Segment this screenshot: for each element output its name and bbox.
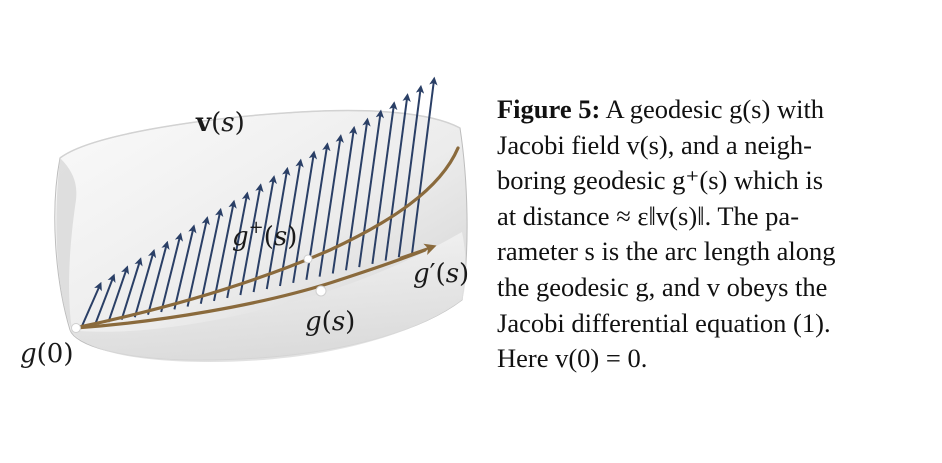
label-v-of-s: v(s) [195,108,245,138]
label-g-prime-of-s: g′(s) [413,259,469,289]
caption-line: at distance ≈ ε‖v(s)‖. The pa- [497,200,800,231]
geodesic-g-curve [73,248,427,330]
point-gplus [303,254,313,264]
jacobi-arrow [384,93,411,261]
label-g-plus-of-s: g+(s) [232,217,297,252]
caption-line: Figure 5: A geodesic g(s) with [497,92,937,128]
jacobi-arrow [147,240,170,315]
jacobi-arrow [397,84,425,258]
geodesic-g-plus-curve [73,146,460,330]
geodesic-g-prime-arrow [399,243,437,260]
jacobi-arrow [213,199,237,302]
point-g0 [71,323,81,333]
caption-line: the geodesic g, and v obeys the [497,271,828,302]
geodesic-surface-figure: v(s) g(0) g+(s) g(s) g′(s) [20,76,469,369]
caption-line: Here v(0) = 0. [497,343,648,374]
jacobi-arrow [107,265,130,323]
surface-left-fold [56,158,77,330]
caption-line: boring geodesic g⁺(s) which is [497,165,824,196]
caption-line: Jacobi field v(s), and a neigh- [497,129,812,160]
jacobi-arrow [358,109,385,268]
point-gs [315,285,327,297]
jacobi-arrow [160,232,184,313]
caption-heading: Figure 5: [497,94,601,124]
jacobi-arrow [239,183,264,296]
caption-line: Jacobi differential equation (1). [497,307,831,338]
jacobi-arrow [120,257,143,321]
caption-line: rameter s is the arc length along [497,236,836,267]
jacobi-arrow [411,76,438,255]
jacobi-arrow [133,248,157,318]
figure-caption: Figure 5: A geodesic g(s) with Jacobi fi… [497,92,937,377]
jacobi-arrow [94,273,116,325]
caption-line-text: A geodesic g(s) with [605,94,825,124]
jacobi-arrow [173,224,197,310]
jacobi-arrow [252,175,277,293]
figure-illustration: v(s) g(0) g+(s) g(s) g′(s) [20,76,469,369]
jacobi-arrow [292,150,318,284]
jacobi-arrow [186,216,210,307]
jacobi-arrow [81,281,102,327]
jacobi-arrow [199,207,224,304]
label-g-of-zero: g(0) [20,339,74,369]
jacobi-arrow [279,158,304,287]
jacobi-arrow [265,166,291,290]
jacobi-arrow [371,101,398,264]
jacobi-arrow [226,191,251,299]
label-g-of-s: g(s) [305,307,355,337]
surface-front-face [70,232,466,362]
jacobi-arrow [331,125,358,274]
surface-rim [59,109,461,159]
jacobi-arrow [345,117,371,271]
